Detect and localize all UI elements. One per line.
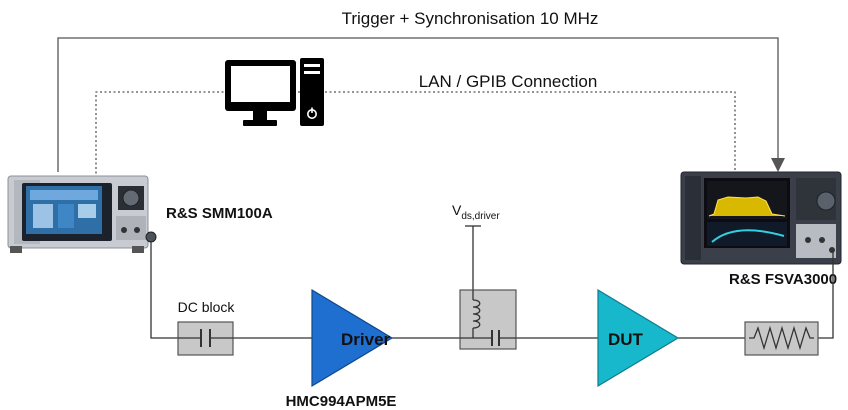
trigger-arrowhead xyxy=(771,158,785,172)
dut-amplifier xyxy=(597,288,680,388)
driver-label: Driver xyxy=(341,330,391,349)
analyzer-label: R&S FSVA3000 xyxy=(729,271,837,288)
rf-wire-attenuator-analyzer xyxy=(818,250,834,339)
attenuator-component xyxy=(744,321,819,356)
dut-label: DUT xyxy=(608,330,644,349)
driver-part-label: HMC994APM5E xyxy=(286,393,397,410)
rf-wire-generator-out xyxy=(150,242,178,339)
trigger-sync-line xyxy=(57,37,779,172)
dc-block-label: DC block xyxy=(178,299,236,315)
dc-block-component xyxy=(177,321,234,356)
lan-gpib-label: LAN / GPIB Connection xyxy=(419,72,598,91)
lan-gpib-line xyxy=(95,91,736,178)
desktop-computer-icon xyxy=(225,58,324,126)
vds-label: Vds,driver xyxy=(452,202,500,222)
power-icon xyxy=(306,107,317,120)
signal-generator-instrument xyxy=(7,175,157,253)
generator-label: R&S SMM100A xyxy=(166,205,273,222)
spectrum-analyzer-instrument xyxy=(680,171,842,265)
trigger-label: Trigger + Synchronisation 10 MHz xyxy=(342,9,599,28)
driver-amplifier xyxy=(311,288,394,388)
bias-tee-component xyxy=(459,289,517,350)
